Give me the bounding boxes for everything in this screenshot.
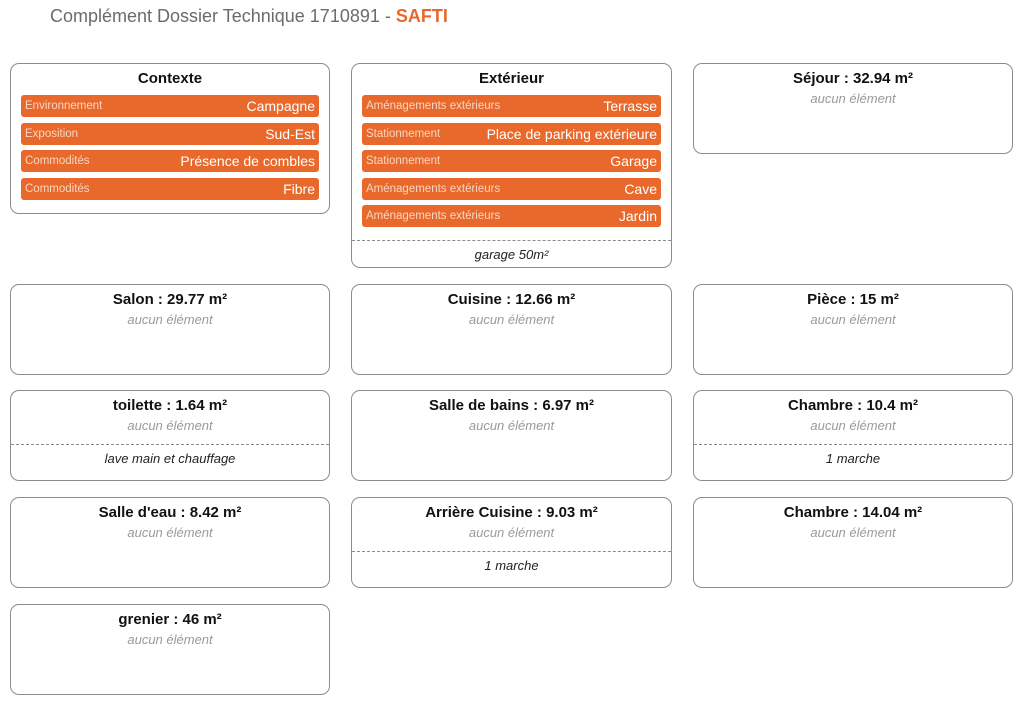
tag-environnement: Environnement Campagne bbox=[21, 95, 319, 117]
tag-exposition: Exposition Sud-Est bbox=[21, 122, 319, 145]
room-card-grenier: grenier : 46 m² aucun élément bbox=[10, 604, 330, 695]
tag-key: Environnement bbox=[25, 100, 103, 112]
card-title: Extérieur bbox=[478, 70, 545, 87]
room-title: Cuisine : 12.66 m² bbox=[447, 291, 576, 308]
room-title: Chambre : 14.04 m² bbox=[783, 504, 923, 521]
contexte-card: Contexte Environnement Campagne Expositi… bbox=[10, 63, 330, 214]
brand-name: SAFTI bbox=[395, 6, 448, 26]
room-card-sejour: Séjour : 32.94 m² aucun élément bbox=[693, 63, 1013, 154]
room-title: Chambre : 10.4 m² bbox=[787, 397, 919, 414]
card-note: garage 50m² bbox=[352, 240, 671, 263]
room-empty-text: aucun élément bbox=[127, 525, 213, 540]
room-note: 1 marche bbox=[694, 444, 1012, 467]
page-title-text: Complément Dossier Technique 1710891 - bbox=[50, 6, 396, 26]
tag-value: Présence de combles bbox=[180, 153, 315, 169]
tag-value: Fibre bbox=[283, 180, 315, 197]
room-title: grenier : 46 m² bbox=[118, 611, 222, 628]
room-title: Pièce : 15 m² bbox=[807, 291, 899, 308]
tag-amenagements: Aménagements extérieurs Jardin bbox=[362, 205, 661, 227]
room-empty-text: aucun élément bbox=[810, 312, 896, 327]
room-empty-text: aucun élément bbox=[127, 312, 213, 327]
card-title: Contexte bbox=[137, 70, 203, 87]
room-empty-text: aucun élément bbox=[468, 525, 555, 540]
tag-key: Aménagements extérieurs bbox=[366, 182, 501, 195]
room-empty-text: aucun élément bbox=[127, 632, 213, 647]
tag-stationnement: Stationnement Place de parking extérieur… bbox=[362, 122, 661, 145]
room-title: toilette : 1.64 m² bbox=[112, 397, 228, 414]
room-card-piece: Pièce : 15 m² aucun élément bbox=[693, 284, 1013, 375]
tag-key: Aménagements extérieurs bbox=[366, 100, 501, 112]
room-note: lave main et chauffage bbox=[11, 444, 329, 467]
tag-commodites: Commodités Présence de combles bbox=[21, 150, 319, 172]
room-title: Arrière Cuisine : 9.03 m² bbox=[425, 504, 598, 521]
room-title: Salle de bains : 6.97 m² bbox=[428, 397, 595, 414]
tag-key: Aménagements extérieurs bbox=[366, 210, 501, 222]
tag-value: Garage bbox=[610, 153, 657, 169]
room-card-toilette: toilette : 1.64 m² aucun élément lave ma… bbox=[10, 390, 330, 481]
room-empty-text: aucun élément bbox=[468, 312, 555, 327]
room-card-cuisine: Cuisine : 12.66 m² aucun élément bbox=[351, 284, 672, 375]
room-title: Salon : 29.77 m² bbox=[112, 291, 228, 308]
room-card-chambre: Chambre : 10.4 m² aucun élément 1 marche bbox=[693, 390, 1013, 481]
room-empty-text: aucun élément bbox=[468, 418, 555, 433]
room-empty-text: aucun élément bbox=[810, 418, 896, 433]
tag-value: Place de parking extérieure bbox=[486, 125, 657, 142]
room-card-salle-de-bains: Salle de bains : 6.97 m² aucun élément bbox=[351, 390, 672, 481]
tag-amenagements: Aménagements extérieurs Cave bbox=[362, 177, 661, 200]
tag-value: Campagne bbox=[246, 98, 316, 114]
room-empty-text: aucun élément bbox=[810, 91, 896, 106]
tag-value: Sud-Est bbox=[265, 125, 315, 142]
tag-value: Cave bbox=[624, 180, 657, 197]
room-card-chambre: Chambre : 14.04 m² aucun élément bbox=[693, 497, 1013, 588]
room-title: Séjour : 32.94 m² bbox=[792, 70, 914, 87]
page-title: Complément Dossier Technique 1710891 - S… bbox=[50, 6, 448, 27]
tag-key: Exposition bbox=[25, 127, 79, 140]
room-card-arriere-cuisine: Arrière Cuisine : 9.03 m² aucun élément … bbox=[351, 497, 672, 588]
tag-list: Aménagements extérieurs Terrasse Station… bbox=[362, 95, 661, 227]
exterieur-card: Extérieur Aménagements extérieurs Terras… bbox=[351, 63, 672, 268]
tag-value: Jardin bbox=[618, 208, 657, 224]
tag-amenagements: Aménagements extérieurs Terrasse bbox=[362, 95, 661, 117]
tag-key: Stationnement bbox=[366, 155, 441, 167]
tag-value: Terrasse bbox=[603, 98, 657, 114]
tag-commodites: Commodités Fibre bbox=[21, 177, 319, 200]
tag-key: Commodités bbox=[25, 182, 90, 195]
room-card-salle-deau: Salle d'eau : 8.42 m² aucun élément bbox=[10, 497, 330, 588]
tag-key: Commodités bbox=[25, 155, 90, 167]
tag-list: Environnement Campagne Exposition Sud-Es… bbox=[21, 95, 319, 200]
tag-key: Stationnement bbox=[366, 127, 441, 140]
room-note: 1 marche bbox=[352, 551, 671, 574]
room-empty-text: aucun élément bbox=[810, 525, 896, 540]
room-card-salon: Salon : 29.77 m² aucun élément bbox=[10, 284, 330, 375]
room-title: Salle d'eau : 8.42 m² bbox=[98, 504, 242, 521]
tag-stationnement: Stationnement Garage bbox=[362, 150, 661, 172]
room-empty-text: aucun élément bbox=[127, 418, 213, 433]
